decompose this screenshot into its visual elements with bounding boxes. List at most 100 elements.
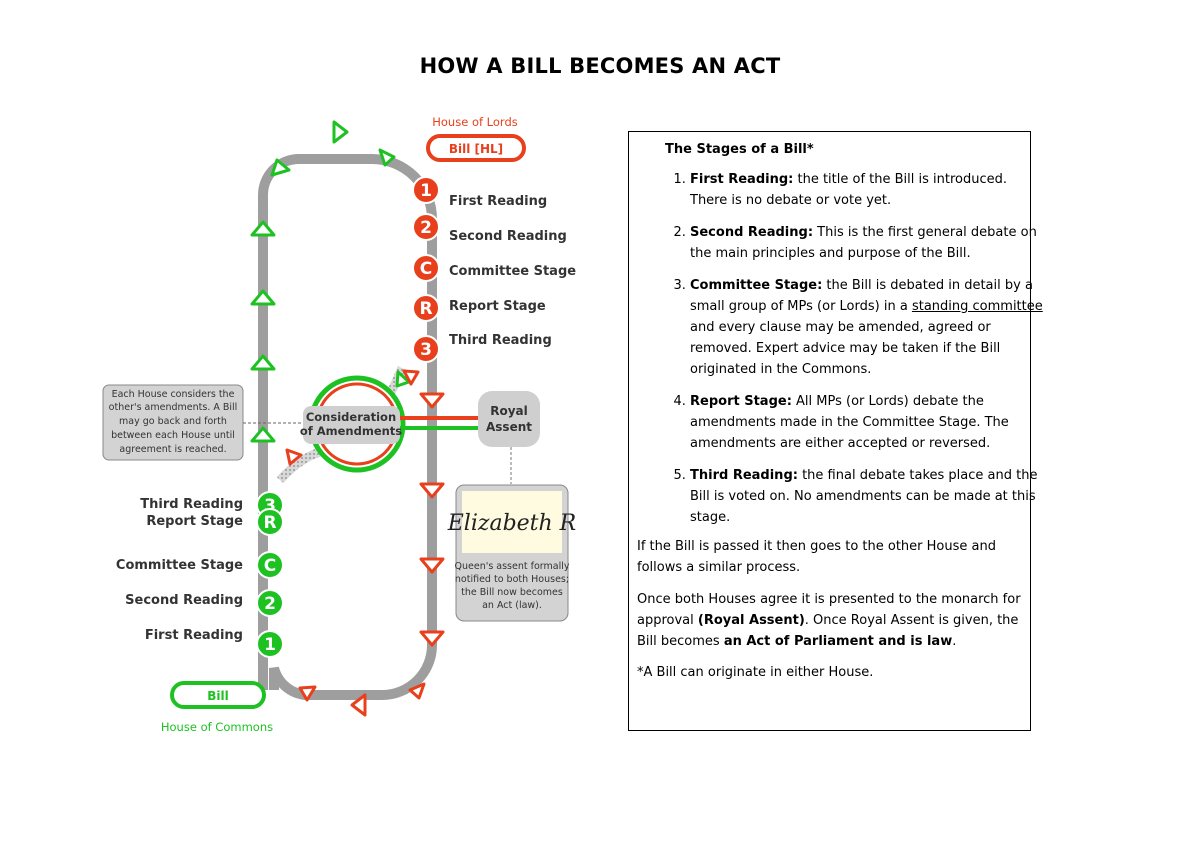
commons-station-c bbox=[256, 551, 284, 579]
consideration-line-2: of Amendments bbox=[300, 424, 402, 438]
lords-stage-label-5: Third Reading bbox=[449, 333, 552, 348]
lords-station-3 bbox=[412, 254, 440, 282]
commons-bill-label: Bill bbox=[207, 689, 229, 703]
commons-stage-label-2: Second Reading bbox=[125, 593, 243, 608]
stages-text-box: The Stages of a Bill* First Reading: the… bbox=[628, 131, 1043, 731]
arrow-upright-icon bbox=[270, 158, 291, 177]
note-line-5: agreement is reached. bbox=[119, 444, 226, 455]
arrow-up-icon bbox=[250, 289, 276, 306]
stage-item-1: First Reading: the title of the Bill is … bbox=[690, 169, 1045, 211]
queen-note-line-4: an Act (law). bbox=[482, 600, 542, 611]
lords-bill-label: Bill [HL] bbox=[449, 142, 503, 156]
commons-house-label: House of Commons bbox=[161, 720, 273, 734]
arrow-return-icon bbox=[402, 369, 420, 386]
arrow-downleft-icon bbox=[408, 682, 426, 700]
stage-item-2: Second Reading: This is the first genera… bbox=[690, 222, 1045, 264]
page-title: HOW A BILL BECOMES AN ACT bbox=[419, 54, 781, 78]
arrow-down-icon bbox=[419, 630, 445, 647]
arrow-down-icon bbox=[419, 557, 445, 574]
signature-image: Elizabeth R bbox=[447, 511, 577, 536]
consideration-line-1: Consideration bbox=[306, 410, 396, 424]
arrow-return-icon bbox=[395, 370, 411, 388]
queen-note-line-3: the Bill now becomes bbox=[461, 587, 563, 598]
para2-text-b: . Once Royal Assent is given, the Bill b… bbox=[637, 613, 1019, 649]
lords-stage-label-1: First Reading bbox=[449, 194, 547, 209]
note-line-2: other's amendments. A Bill bbox=[109, 402, 238, 413]
para2-bold-b: an Act of Parliament and is law bbox=[723, 634, 953, 649]
arrow-upleft-icon bbox=[298, 685, 317, 702]
lords-station-marker-2: 2 bbox=[420, 218, 432, 238]
stage-term-2: Second Reading: bbox=[690, 225, 814, 240]
para-royal-assent: Once both Houses agree it is presented t… bbox=[637, 589, 1022, 652]
commons-station-marker-c: C bbox=[264, 556, 276, 576]
note-line-4: between each House until bbox=[111, 430, 235, 441]
lords-station-marker-4: R bbox=[419, 299, 432, 319]
bill-process-diagram: Consideration of Amendments Royal Assent… bbox=[102, 115, 577, 734]
arrow-right-icon bbox=[332, 120, 349, 144]
stage-text-3a: the Bill is debated in detail by a small… bbox=[690, 278, 1033, 314]
para-other-house: If the Bill is passed it then goes to th… bbox=[637, 539, 996, 575]
lords-station-4 bbox=[412, 294, 440, 322]
lords-stage-label-2: Second Reading bbox=[449, 229, 567, 244]
lords-station-marker-5: 3 bbox=[420, 340, 432, 360]
stage-term-3: Committee Stage: bbox=[690, 278, 823, 293]
lords-stage-label-4: Report Stage bbox=[449, 299, 546, 314]
lords-station-1 bbox=[412, 176, 440, 204]
stage-text-5: the final debate takes place and the Bil… bbox=[690, 468, 1038, 525]
commons-station-2 bbox=[256, 589, 284, 617]
commons-stage-label-1: First Reading bbox=[145, 628, 243, 643]
arrow-down-icon bbox=[419, 482, 445, 499]
queen-note-line-2: notified to both Houses; bbox=[455, 574, 569, 585]
royal-assent-line-1: Royal bbox=[490, 404, 528, 418]
lords-stations: 1 First Reading 2 Second Reading C Commi… bbox=[412, 176, 576, 363]
stage-item-3: Committee Stage: the Bill is debated in … bbox=[690, 275, 1045, 380]
note-line-1: Each House considers the bbox=[112, 389, 235, 400]
arrow-return-icon bbox=[285, 448, 303, 466]
arrow-downright-icon bbox=[378, 148, 396, 167]
stage-item-4: Report Stage: All MPs (or Lords) debate … bbox=[690, 391, 1045, 454]
queen-note-line-1: Queen's assent formally bbox=[455, 561, 570, 572]
para2-bold-a: (Royal Assent) bbox=[697, 613, 805, 628]
lords-house-label: House of Lords bbox=[432, 115, 518, 129]
commons-station-marker-2: 2 bbox=[264, 594, 276, 614]
note-line-3: may go back and forth bbox=[119, 416, 227, 427]
footnote: *A Bill can originate in either House. bbox=[637, 665, 874, 680]
commons-station-1 bbox=[256, 630, 284, 658]
stage-text-3b: and every clause may be amended, agreed … bbox=[690, 320, 1001, 377]
green-arrows bbox=[250, 120, 411, 443]
royal-assent-line-2: Assent bbox=[486, 420, 532, 434]
royal-assent-box bbox=[478, 391, 540, 447]
commons-stage-label-3: Third Reading bbox=[140, 497, 243, 512]
stage-term-4: Report Stage: bbox=[690, 394, 792, 409]
para2-text-a: Once both Houses agree it is presented t… bbox=[637, 592, 1021, 628]
stage-text-2: This is the first general debate on the … bbox=[690, 225, 1037, 261]
arrow-down-icon bbox=[419, 392, 445, 409]
arrow-up-icon bbox=[250, 426, 276, 443]
commons-station-r bbox=[256, 508, 284, 536]
consideration-box bbox=[303, 406, 400, 444]
red-arrows bbox=[285, 369, 445, 717]
stages-list: First Reading: the title of the Bill is … bbox=[663, 169, 1045, 539]
commons-bill-pill bbox=[170, 681, 266, 709]
lords-station-marker-1: 1 bbox=[420, 181, 432, 201]
commons-station-marker-r: R bbox=[263, 513, 276, 533]
commons-station-marker-1: 1 bbox=[264, 635, 276, 655]
stage-text-3-underlined: standing committee bbox=[911, 299, 1043, 314]
arrow-up-icon bbox=[250, 220, 276, 237]
arrow-left-icon bbox=[350, 693, 367, 717]
stages-heading: The Stages of a Bill* bbox=[665, 142, 814, 157]
commons-stage-label-c: Committee Stage bbox=[116, 558, 243, 573]
lords-station-5 bbox=[412, 335, 440, 363]
para2-text-c: . bbox=[952, 634, 957, 649]
arrow-up-icon bbox=[250, 354, 276, 371]
stage-text-1: the title of the Bill is introduced. The… bbox=[690, 172, 1008, 208]
lords-stage-label-3: Committee Stage bbox=[449, 264, 576, 279]
commons-stations: 3 Third Reading R Report Stage C Committ… bbox=[116, 491, 284, 658]
stage-term-5: Third Reading: bbox=[690, 468, 798, 483]
stage-text-4: All MPs (or Lords) debate the amendments… bbox=[690, 394, 1009, 451]
commons-station-marker-3: 3 bbox=[264, 496, 276, 516]
signature-panel bbox=[462, 491, 562, 553]
lords-bill-pill bbox=[426, 134, 526, 162]
lords-station-marker-3: C bbox=[420, 259, 432, 279]
stage-term-1: First Reading: bbox=[690, 172, 794, 187]
